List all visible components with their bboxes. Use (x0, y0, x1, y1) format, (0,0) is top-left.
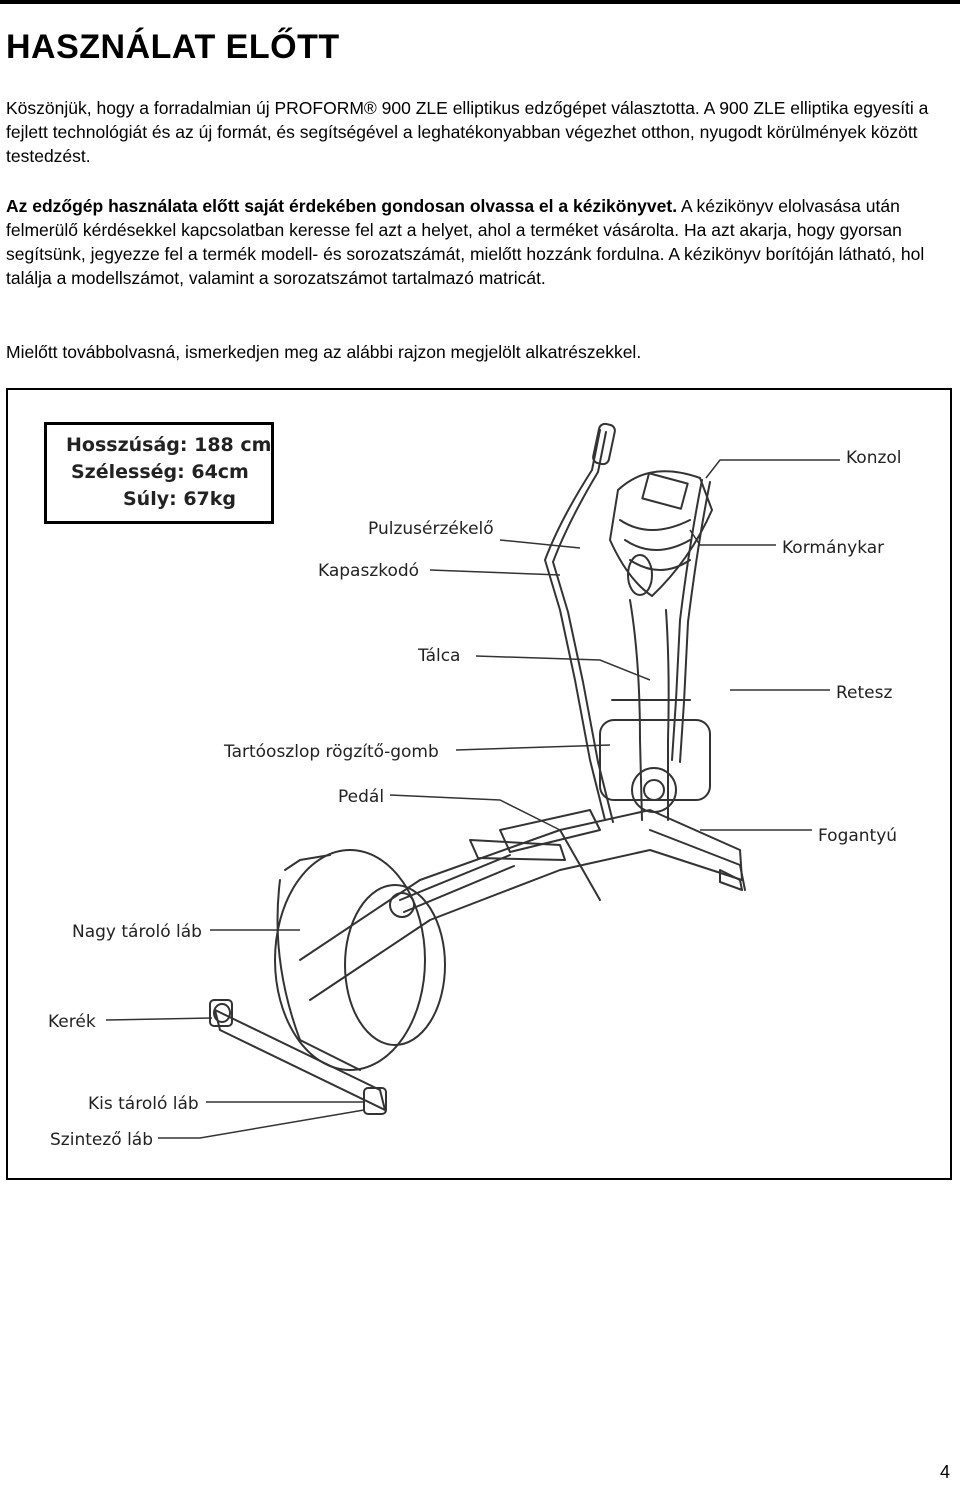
spec-width: Szélesség: 64cm (71, 461, 249, 483)
intro-paragraph: Köszönjük, hogy a forradalmian új PROFOR… (6, 98, 929, 166)
warning-text: A kézikönyv elolvasása után felmerülő ké… (6, 196, 925, 288)
upright-mast (629, 599, 643, 821)
spec-box (44, 422, 274, 524)
label-kerék: Kerék (48, 1012, 96, 1032)
page-title: HASZNÁLAT ELŐTT (6, 28, 340, 66)
flywheel-cover (274, 849, 446, 1071)
label-kapaszkodó: Kapaszkodó (318, 561, 420, 581)
figure-frame (6, 388, 952, 1180)
warning-bold-text: Az edzőgép használata előtt saját érdeké… (6, 196, 678, 216)
pedal (469, 809, 601, 861)
label-szintező-láb: Szintező láb (50, 1130, 153, 1150)
label-pedál: Pedál (338, 787, 385, 807)
label-konzol: Konzol (846, 448, 902, 468)
warning-paragraph: Az edzőgép használata előtt saját érdeké… (6, 194, 956, 290)
spec-length: Hosszúság: 188 cm (66, 434, 272, 456)
main-frame (299, 809, 743, 1001)
label-kis-tároló-láb: Kis tároló láb (88, 1094, 199, 1114)
label-tálca: Tálca (418, 646, 461, 666)
right-handlebar-arm (671, 479, 703, 761)
label-retesz: Retesz (836, 683, 893, 703)
label-fogantyú: Fogantyú (818, 826, 898, 846)
label-tartóoszlop-rögzítő-gomb: Tartóoszlop rögzítő-gomb (224, 742, 439, 762)
page-number: 4 (940, 1462, 951, 1482)
console (609, 470, 713, 597)
front-stabilizer (209, 999, 387, 1115)
top-rule (0, 0, 960, 4)
spec-weight: Súly: 67kg (123, 488, 236, 510)
label-kormánykar: Kormánykar (782, 538, 885, 558)
label-pulzusérzékelő: Pulzusérzékelő (368, 519, 494, 539)
left-handlebar-arm (544, 429, 606, 821)
parts-intro-paragraph: Mielőtt továbbolvasná, ismerkedjen meg a… (6, 342, 642, 362)
label-nagy-tároló-láb: Nagy tároló láb (72, 922, 202, 942)
